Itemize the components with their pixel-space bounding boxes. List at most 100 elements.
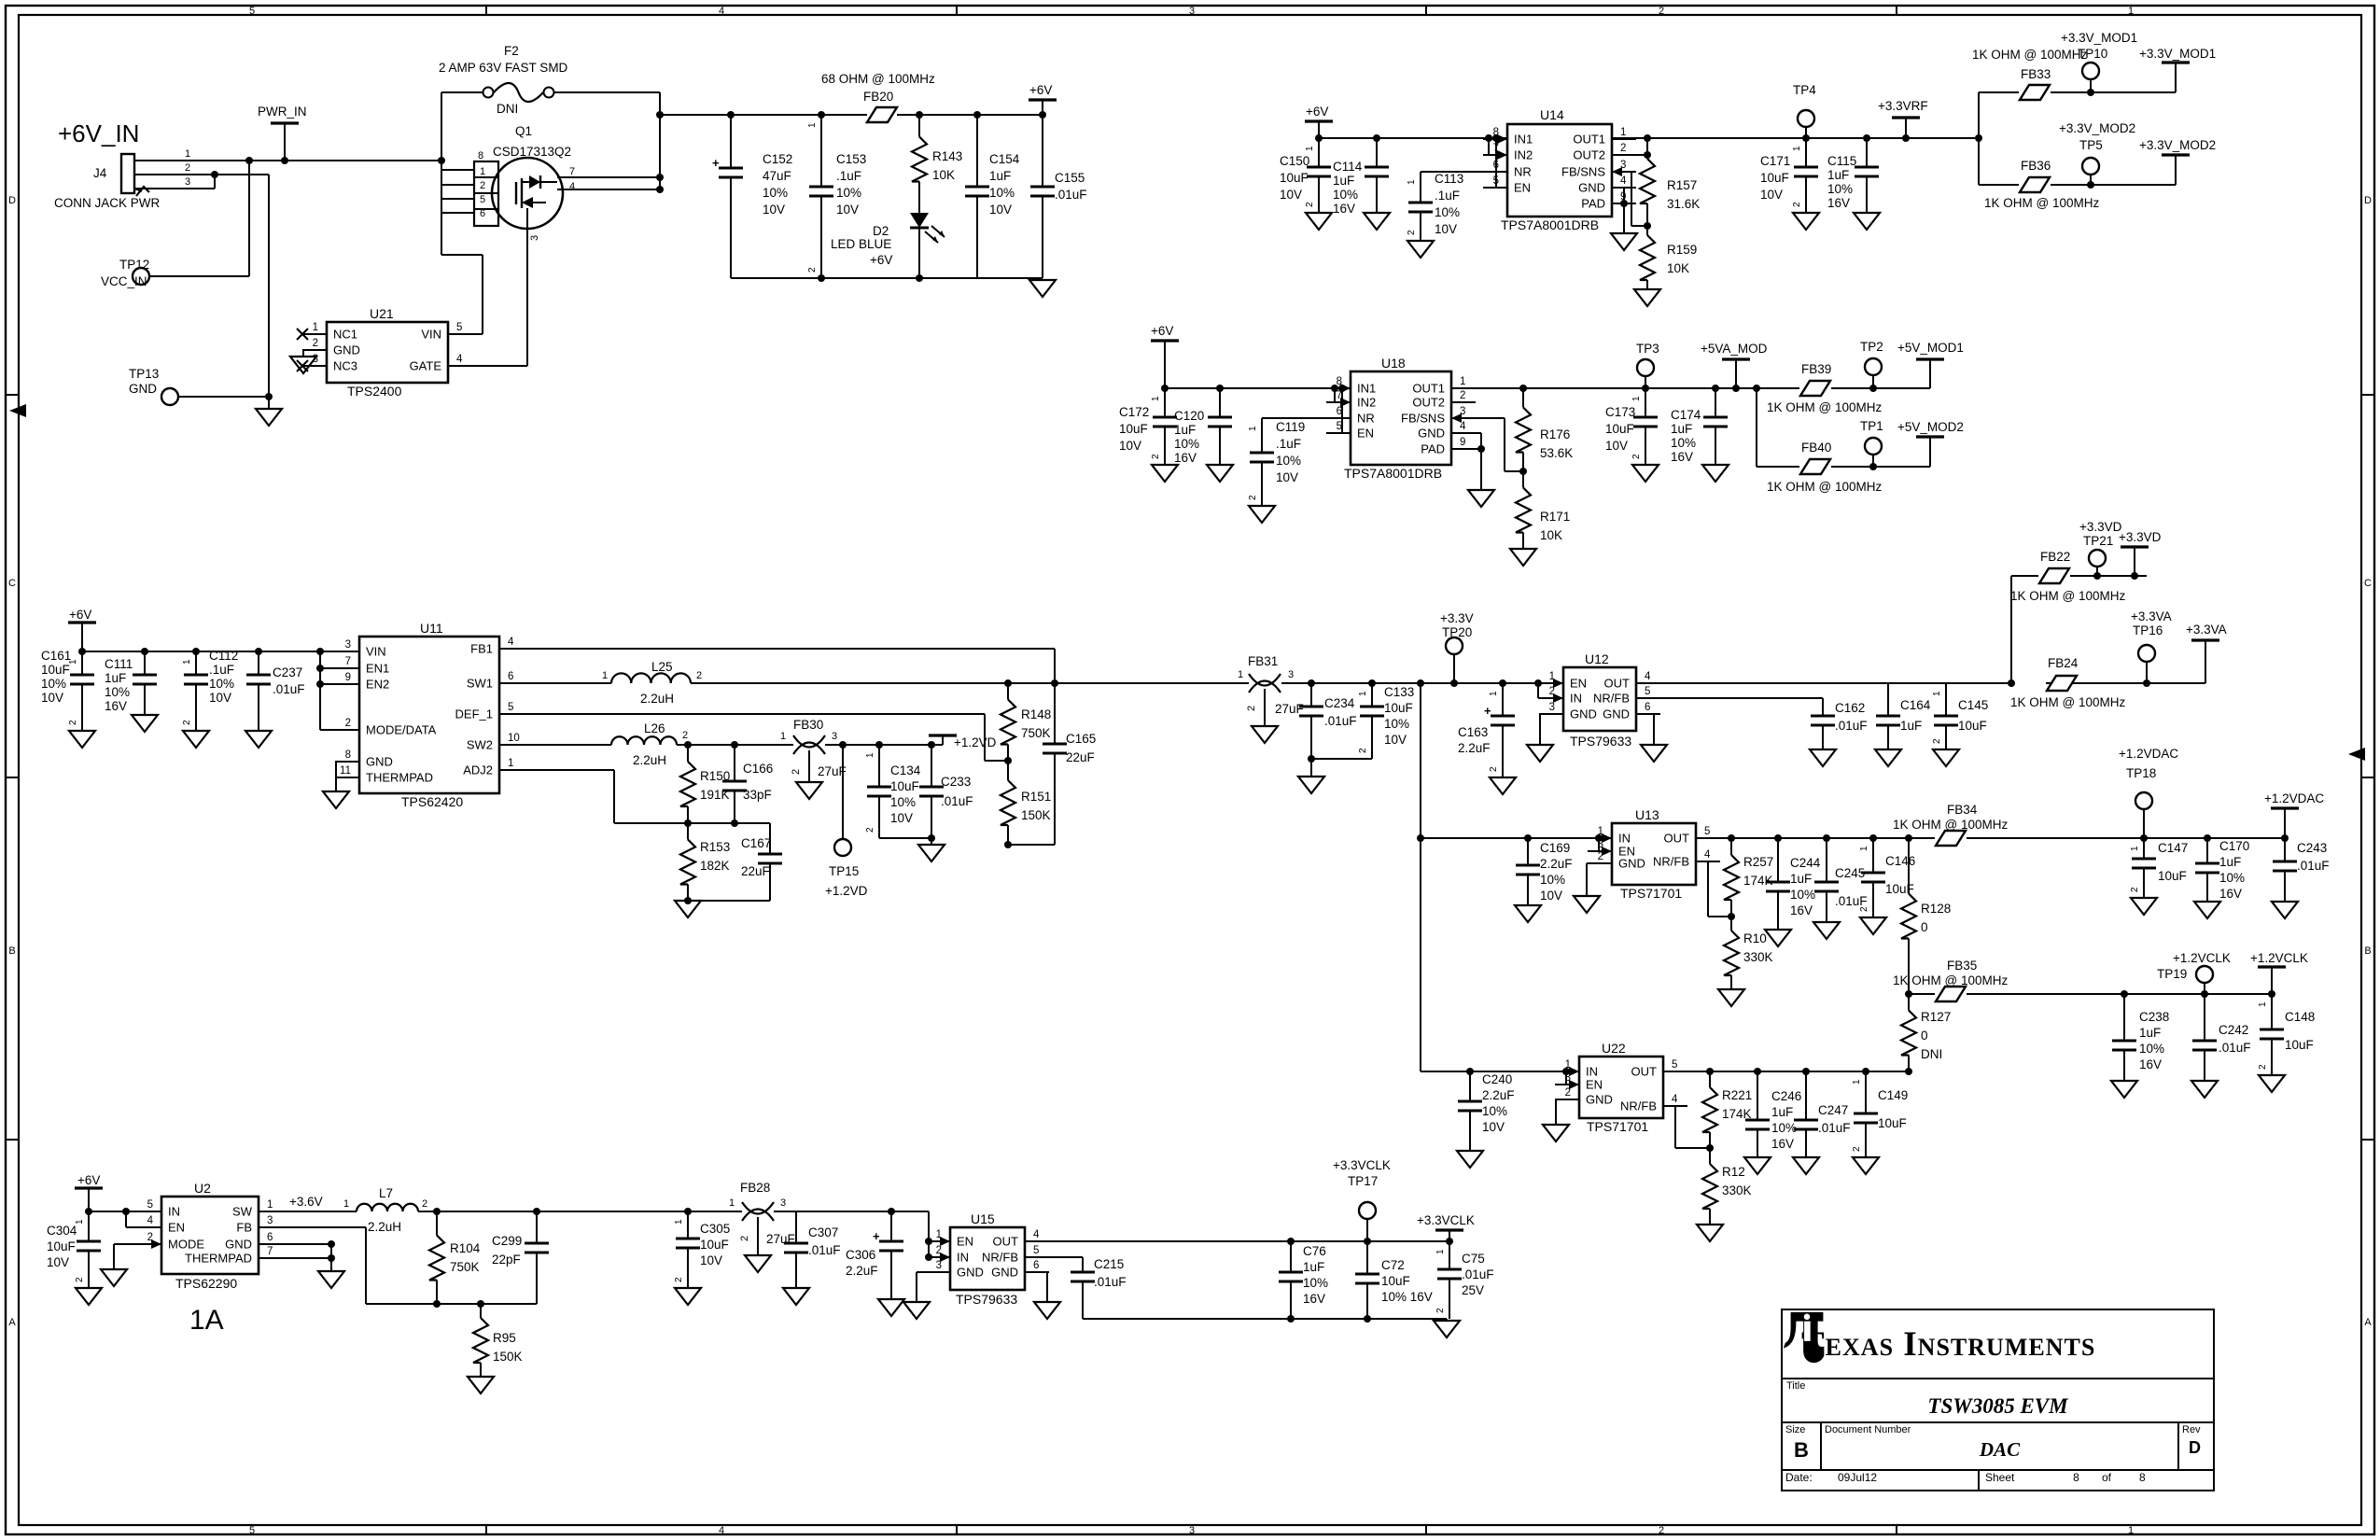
cap-C113-pin: 1 [1407,179,1417,185]
ic-U21-pin-num: 3 [313,354,318,365]
size-label: Size [1785,1424,1806,1435]
ic-U21-pin-name: NC1 [333,328,357,342]
cap-C164-label: 1uF [1900,719,1922,733]
cap-C149-label: C149 [1878,1088,1908,1102]
cap-C72-label: 10% 16V [1381,1290,1433,1304]
ferrite-bead-FB22 [2037,567,2072,585]
ic-U18-pin-num: 6 [1337,406,1342,417]
cap-C169-label: 10V [1540,889,1562,903]
label: FB31 [1248,654,1278,668]
ground-icon [180,729,212,749]
ic-U11-pin-name: MODE/DATA [366,723,437,737]
junction-dot [328,1254,335,1262]
junction-dot [533,1208,540,1215]
label: FB22 [2040,550,2070,564]
date-row: Date: 09Jul12 Sheet 8 of 8 [1783,1471,2213,1490]
filter-FB30 [792,741,826,755]
junction-dot [85,1208,92,1215]
ic-U18-pin-num: 1 [1460,376,1465,387]
junction-dot [1287,1315,1295,1323]
cap-C111-label: 10% [105,685,130,699]
label: Q1 [515,124,532,138]
cap-C155-label: .01uF [1055,188,1087,202]
label: 68 OHM @ 100MHz [821,72,935,86]
ground-icon [2189,1079,2220,1099]
label: +1.2VCLK [2173,951,2231,965]
ic-U13 [1610,821,1698,887]
zone-col-label: 2 [1659,1525,1664,1536]
res-R143-label: 10K [932,168,955,182]
ground-icon [2128,896,2160,917]
junction-dot [1216,385,1224,392]
junction-dot [1534,679,1542,687]
cap-C247-label: C247 [1818,1103,1848,1117]
ground-icon [875,1297,907,1318]
of-label: of [2102,1471,2112,1484]
label: +3.3V_MOD2 [2139,138,2216,152]
zone-row-label: C [8,578,16,589]
label: 1K OHM @ 100MHz [2010,695,2125,709]
junction-dot [433,1300,441,1308]
res-R128 [1898,892,1919,940]
cap-C119-label: C119 [1276,420,1305,434]
cap-C152-label: C152 [763,152,792,166]
ic-U14-pin-num: 2 [1620,143,1626,154]
ic-U18-pin-name: PAD [1421,442,1445,456]
junction-dot [1905,834,1912,842]
ic-U13-pin-name: IN [1618,832,1631,846]
cap-C243-label: .01uF [2297,859,2330,873]
ground-icon [1295,775,1327,795]
ground-icon [1790,211,1822,231]
label: FB20 [863,90,893,104]
ic-U22 [1577,1055,1665,1120]
cap-C145-pin: 2 [1932,738,1942,744]
testpoint-TP16 [2136,643,2157,664]
cap-C153-pin: 2 [807,267,818,273]
ic-U18-pin-num: 9 [1460,437,1465,448]
cap-C306-label: C306 [846,1248,875,1262]
junction-dot [727,111,735,119]
ic-U13-pin-name: NR/FB [1653,855,1689,869]
ic-U13-pin-name: GND [1618,857,1645,871]
ground-icon [780,1286,812,1307]
ic-U18-pin-name: EN [1357,427,1374,441]
label: 2.2uH [633,753,666,767]
cap-C305-label: 10V [700,1253,722,1267]
cap-C172-pin: 2 [1151,454,1161,459]
junction-dot [928,834,935,842]
res-R148-label: 750K [1021,726,1051,740]
ground-icon [1487,776,1519,796]
cap-C119-pin: 1 [1248,426,1258,431]
cap-C238-label: 10% [2139,1042,2164,1056]
cap-C149-label: 10uF [1878,1116,1907,1130]
ic-U11-pin-num: 9 [345,672,351,683]
cap-C215-label: C215 [1094,1257,1124,1271]
fuse-F2 [493,81,544,104]
label: 3 [780,1197,786,1209]
ic-U18-pin-name: FB/SNS [1401,412,1445,426]
sheet-title: TSW3085 EVM [1927,1394,2068,1418]
label: 2 [791,769,802,775]
cap-C305-pin: 2 [674,1277,684,1282]
jack-J4-switch [135,185,150,197]
ic-U12-pin-num: 1 [1549,671,1555,682]
res-R128-label: R128 [1921,902,1951,916]
res-R104-label: 750K [450,1260,480,1274]
cap-C163-label: C163 [1458,725,1488,739]
ic-U18-ref: U18 [1381,356,1406,371]
ic-U14-pin-arrow [1497,134,1507,144]
junction-dot [656,111,664,119]
cap-C246-label: 16V [1771,1137,1794,1151]
label: TP4 [1793,83,1816,97]
ic-U21-nc [296,328,309,341]
ground-icon [1742,1155,1773,1176]
cap-C305-pin: 1 [674,1219,684,1225]
cap-C162-label: C162 [1835,701,1865,715]
junction-dot [1862,1068,1869,1075]
cap-C245-label: C245 [1835,866,1865,880]
ic-U22-pin-arrow [1569,1067,1579,1076]
label: TP20 [1442,625,1472,639]
cap-C147-pin: 1 [2130,846,2140,851]
res-R257 [1721,854,1742,902]
junction-dot [1869,385,1877,392]
